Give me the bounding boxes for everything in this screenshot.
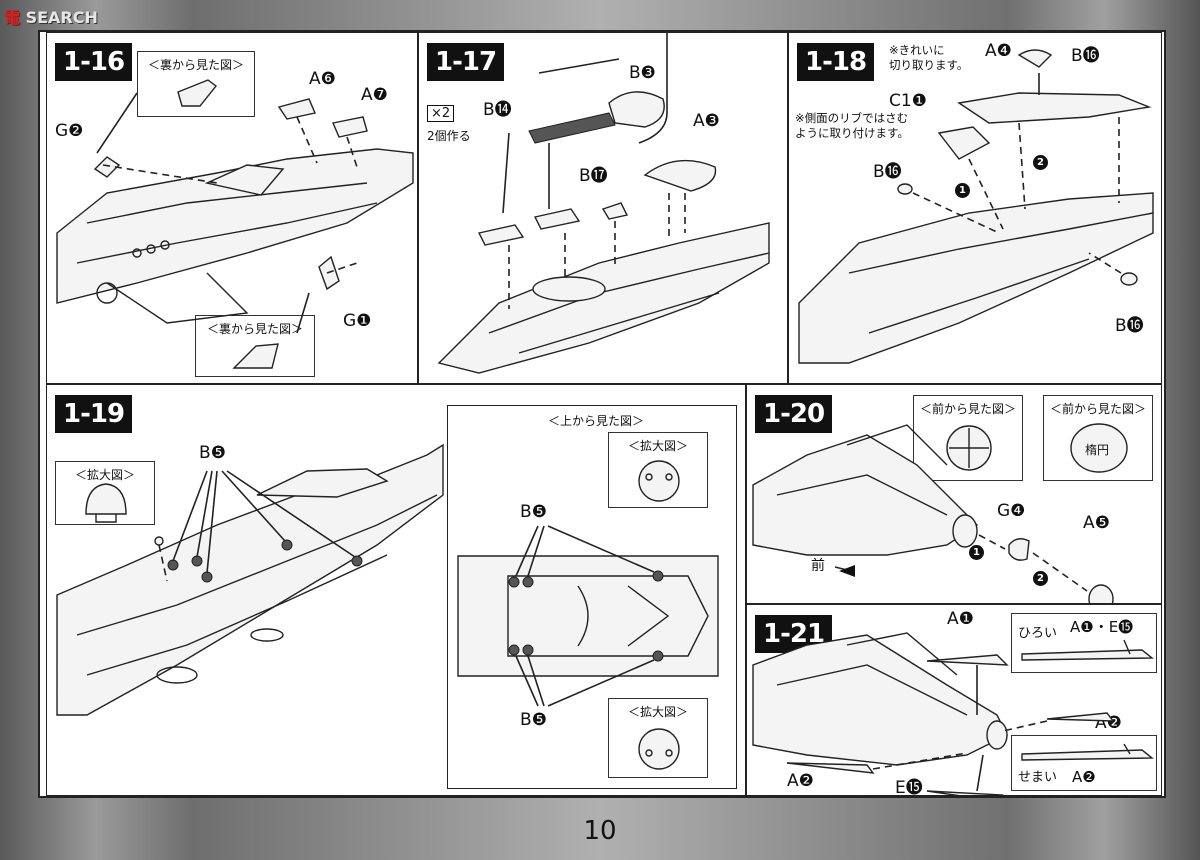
zoom-callout-top: ＜拡大図＞ (608, 432, 708, 508)
front-view-callout-b: ＜前から見た図＞ 楕円 (1043, 395, 1153, 481)
narrow-parts-label: A❷ (1072, 768, 1096, 786)
sequence-marker-2: 2 (1033, 155, 1048, 170)
part-label-B17: B⓱ (579, 166, 608, 186)
part-label-G4: G❹ (997, 501, 1026, 521)
step-panel-1-19: 1-19 ＜拡大図＞ B❺ ＜上から見た図＞ ＜拡大図＞ ＜拡大図＞ B❺ B❺ (46, 384, 746, 796)
part-label-A1: A❶ (947, 609, 974, 629)
wide-parts-label: A❶・E⓯ (1070, 618, 1134, 636)
part-label-A3: A❸ (693, 111, 720, 131)
multiplier-badge: ×2 (427, 105, 455, 122)
rib-fit-note: ※側面のリブではさむ ように取り付けます。 (795, 111, 909, 140)
part-label-B16-top: B⓰ (1071, 46, 1100, 66)
ship-hull-drawing-1-18 (798, 49, 1154, 364)
part-label-B3: B❸ (629, 63, 656, 83)
instruction-sheet: 1-16 ＜裏から見た図＞ ＜裏から見た図＞ A❻ A❼ G❷ G❶ (38, 30, 1166, 798)
ship-stern-drawing-1-21 (752, 632, 1115, 795)
nozzle-cross-icon (946, 425, 992, 471)
part-label-B5-bottom: B❺ (520, 710, 547, 730)
part-label-A2-left: A❷ (787, 771, 814, 791)
front-view-callout-a: ＜前から見た図＞ (913, 395, 1023, 481)
part-label-B16-left: B⓰ (873, 162, 902, 182)
top-view-inset: ＜上から見た図＞ ＜拡大図＞ ＜拡大図＞ B❺ B❺ (447, 405, 737, 789)
wide-label: ひろい (1018, 626, 1058, 641)
step-panel-1-16: 1-16 ＜裏から見た図＞ ＜裏から見た図＞ A❻ A❼ G❷ G❶ (46, 32, 418, 384)
ship-hull-drawing-1-17 (437, 33, 770, 374)
step-number-1-20: 1-20 (755, 395, 833, 433)
back-view-callout-top: ＜裏から見た図＞ (137, 51, 255, 117)
page-number: 10 (583, 816, 617, 846)
part-label-A6: A❻ (309, 69, 336, 89)
part-shard-icon (177, 79, 217, 107)
sequence-marker-2: 2 (1033, 571, 1048, 586)
narrow-label: せまい (1018, 770, 1058, 785)
part-shard-icon (232, 343, 279, 369)
front-direction-label: 前 (811, 558, 825, 574)
part-label-G1: G❶ (343, 311, 372, 331)
part-label-C1: C1❶ (889, 91, 927, 111)
narrow-fin-icon (1021, 743, 1154, 761)
clean-cut-note: ※きれいに 切り取ります。 (889, 43, 969, 72)
sequence-marker-1: 1 (969, 545, 984, 560)
part-label-G2: G❷ (55, 121, 84, 141)
part-label-E15: E⓯ (895, 778, 923, 796)
back-view-callout-bottom: ＜裏から見た図＞ (195, 315, 315, 377)
make-two-note: 2個作る (427, 129, 471, 143)
ellipse-label: 楕円 (1085, 443, 1110, 457)
peg-zoom-icon (85, 483, 127, 523)
step-panel-1-17: 1-17 ×2 2個作る B⓮ B❸ B⓱ A❸ (418, 32, 788, 384)
part-label-A5: A❺ (1083, 513, 1110, 533)
part-label-A4: A❹ (985, 41, 1012, 61)
part-label-B14: B⓮ (483, 100, 512, 120)
zoom-callout-left: ＜拡大図＞ (55, 461, 155, 525)
step-number-1-18: 1-18 (797, 43, 875, 81)
ship-top-view-drawing (457, 525, 719, 707)
top-view-title: ＜上から見た図＞ (548, 414, 645, 428)
narrow-part-callout: せまい A❷ (1011, 735, 1157, 791)
watermark-logo: 電 SEARCH (4, 8, 98, 27)
wide-fin-icon (1021, 639, 1154, 661)
part-label-A7: A❼ (361, 85, 388, 105)
zoom-callout-bottom: ＜拡大図＞ (608, 698, 708, 778)
ship-hull-drawing-1-16 (56, 92, 414, 334)
ship-hull-drawing-1-19 (56, 443, 444, 716)
part-label-B5-top: B❺ (520, 502, 547, 522)
part-label-B5-left: B❺ (199, 443, 226, 463)
step-number-1-17: 1-17 (427, 43, 505, 81)
step-panel-1-18: 1-18 ※きれいに 切り取ります。 ※側面のリブではさむ ように取り付けます。… (788, 32, 1162, 384)
peg-zoom-icon-bottom (638, 728, 680, 770)
wide-part-callout: ひろい A❶・E⓯ (1011, 613, 1157, 673)
part-label-B16-right: B⓰ (1115, 316, 1144, 336)
step-panel-1-21: 1-21 ひろい A❶・E⓯ せまい A❷ A❶ A❷ A❷ E⓯ (746, 604, 1162, 796)
step-number-1-19: 1-19 (55, 395, 133, 433)
step-number-1-16: 1-16 (55, 43, 133, 81)
sequence-marker-1: 1 (955, 183, 970, 198)
ring-ellipse-icon (1070, 423, 1128, 473)
peg-zoom-icon-top (638, 460, 680, 502)
step-panel-1-20: 1-20 ＜前から見た図＞ ＜前から見た図＞ 楕円 G❹ A❺ 前 1 2 (746, 384, 1162, 604)
ship-stern-drawing-1-20 (752, 424, 1114, 603)
